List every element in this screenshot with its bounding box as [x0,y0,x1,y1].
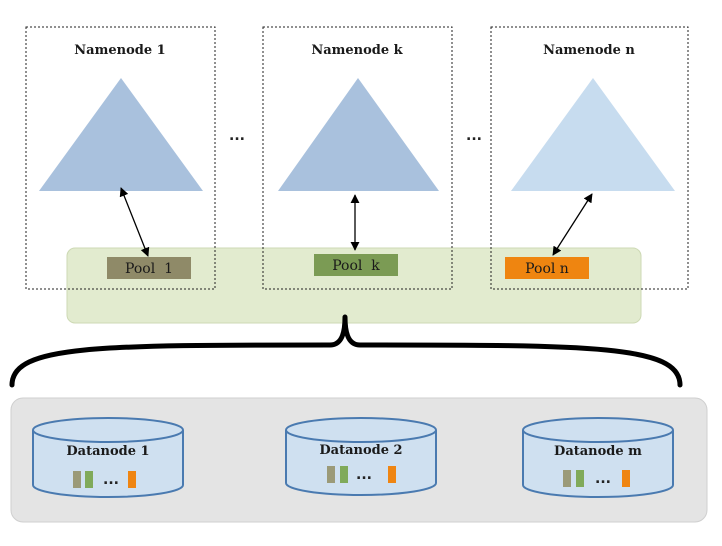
datanode-cylinder-top [522,417,674,443]
namenode-box [262,26,453,290]
pool-1 [107,257,191,279]
block-orange [128,471,136,488]
namenode-n: Namenode n Pool n [490,26,689,290]
datanode-label: Datanode 2 [319,443,402,458]
datanode-label: Datanode 1 [66,444,149,459]
block-olive [327,466,335,483]
datanode-m: Datanode m ... [522,417,674,498]
namespace-triangle [39,78,203,191]
pool-label: Pool k [332,258,380,274]
pool-n [505,257,589,279]
block-ellipsis: ... [103,472,119,488]
datanode-cylinder-top [32,417,184,443]
namenode-box [25,26,216,290]
pool-label: Pool 1 [125,261,173,277]
datanode-1: Datanode 1 ... [32,417,184,498]
datanode-2: Datanode 2 ... [285,417,437,496]
block-orange [622,470,630,487]
namespace-triangle [511,78,675,191]
datanode-label: Datanode m [554,444,642,459]
block-orange [388,466,396,483]
namenode-1: Namenode 1 Pool 1 [25,26,216,290]
block-ellipsis: ... [356,467,372,483]
block-green [85,471,93,488]
curly-brace [9,314,683,388]
namenode-label: Namenode n [543,43,635,58]
namenode-ellipsis: ... [466,128,482,144]
namenode-label: Namenode 1 [74,43,165,58]
namespace-triangle [278,78,439,191]
pool-label: Pool n [525,261,569,277]
datanode-cylinder [522,430,674,498]
block-olive [563,470,571,487]
namespace-pool-arrow [119,187,150,257]
datanode-cylinder [285,430,437,496]
namespace-pool-arrow [552,193,593,256]
namenode-k: Namenode k Pool k [262,26,453,290]
namenode-ellipsis: ... [229,128,245,144]
namenode-label: Namenode k [311,43,403,58]
namenode-box [490,26,689,290]
datanode-cylinder-top [285,417,437,443]
block-olive [73,471,81,488]
block-green [340,466,348,483]
block-green [576,470,584,487]
pool-k [314,254,398,276]
datanode-cylinder [32,430,184,498]
block-ellipsis: ... [595,471,611,487]
